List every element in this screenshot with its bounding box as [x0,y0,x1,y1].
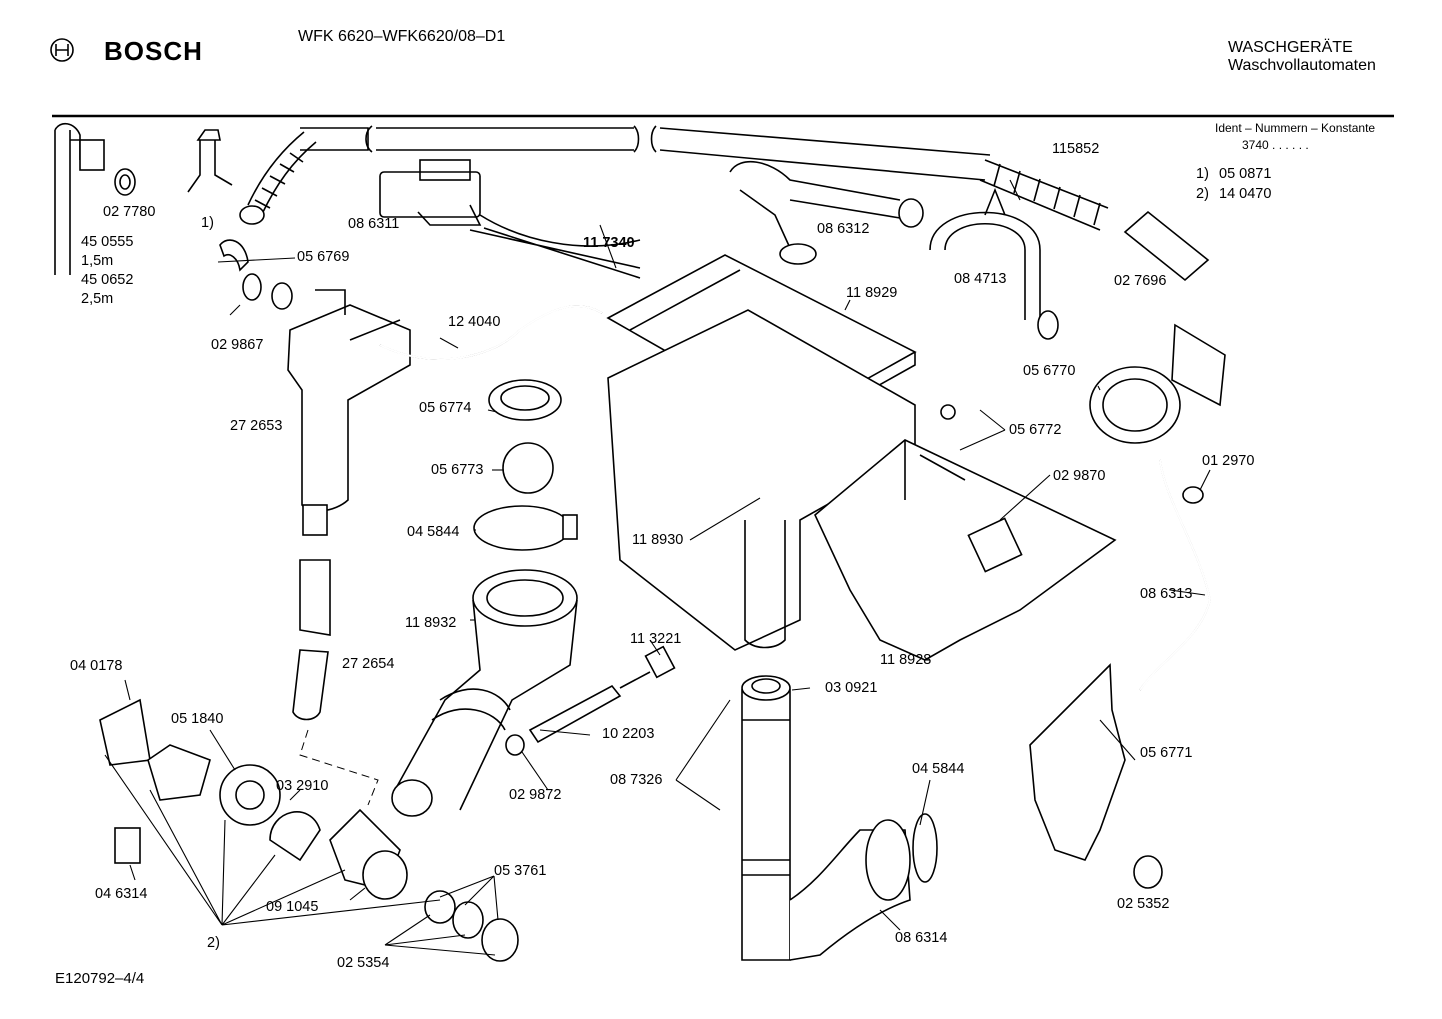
category-title: WASCHGERÄTE [1228,39,1353,56]
part-label: 05 6769 [297,249,350,265]
part-label: 04 5844 [407,524,460,540]
part-label: 02 5354 [337,955,390,971]
part-label: 11 8932 [405,615,457,631]
part-label: 45 0555 [81,234,134,250]
part-label: 1,5m [81,253,114,269]
corrugated-hose-drawing [247,131,1109,231]
part-label: 04 0178 [70,658,123,674]
part-label: 03 2910 [276,778,329,794]
valve-drawing [379,159,482,226]
part-label: 08 6312 [817,221,870,237]
pump-drawing [99,698,519,962]
part-label: 05 6773 [431,462,484,478]
part-label: 04 6314 [95,886,148,902]
pressure-switch-drawing [1089,323,1226,691]
category-subtitle: Waschvollautomaten [1228,57,1376,74]
part-label: 11 7340 [583,235,635,251]
part-label: 05 6771 [1140,745,1193,761]
tank-drawing [287,304,411,512]
note-2-value: 14 0470 [1219,186,1272,202]
hose-117340-drawing [469,214,641,279]
brand-logo-text: BOSCH [104,36,203,66]
part-label: 45 0652 [81,272,134,288]
note-2-marker: 2) [1196,186,1209,202]
part-label: 11 8928 [880,652,932,668]
part-label: 115852 [1052,141,1100,157]
part-label: 04 5844 [912,761,965,777]
model-title: WFK 6620–WFK6620/08–D1 [298,28,506,45]
part-label: 09 1045 [266,899,319,915]
y-connector-drawing [187,129,233,193]
note-1-marker: 1) [1196,166,1209,182]
part-label: 08 6314 [895,930,948,946]
part-label: 05 1840 [171,711,224,727]
leader-lines [104,179,1211,956]
part-label: 11 8930 [632,532,684,548]
part-label: 02 5352 [1117,896,1170,912]
part-label: 27 2653 [230,418,283,434]
part-label: 11 8929 [846,285,898,301]
part-label: 08 6311 [348,216,400,232]
part-label: 12 4040 [448,314,501,330]
drawing-id: E120792–4/4 [55,970,145,987]
part-label: 1) [201,215,214,231]
part-label: 08 4713 [954,271,1007,287]
drain-hose-drawing [54,122,136,275]
note-1-value: 05 0871 [1219,166,1272,182]
part-label: 2,5m [81,291,114,307]
part-label: 05 6774 [419,400,472,416]
part-label: 02 9867 [211,337,264,353]
part-label: 11 3221 [630,631,682,647]
part-label: 02 7780 [103,204,156,220]
part-label: 05 3761 [494,863,547,879]
ident-constant: 3740 . . . . . . [1242,138,1309,152]
part-label: 2) [207,935,220,951]
part-label: 01 2970 [1202,453,1255,469]
bosch-logo-icon [50,38,74,62]
drain-pipe-drawing [741,689,791,961]
part-label: 05 6770 [1023,363,1076,379]
part-label: 08 7326 [610,772,663,788]
ident-title: Ident – Nummern – Konstante [1215,121,1376,135]
part-label: 27 2654 [342,656,395,672]
part-label: 10 2203 [602,726,655,742]
long-hose-drawing [300,125,991,181]
part-label: 02 9870 [1053,468,1106,484]
part-label: 05 6772 [1009,422,1062,438]
part-label: 08 6313 [1140,586,1193,602]
part-label: 02 9872 [509,787,562,803]
part-label: 03 0921 [825,680,878,696]
part-label: 02 7696 [1114,273,1167,289]
